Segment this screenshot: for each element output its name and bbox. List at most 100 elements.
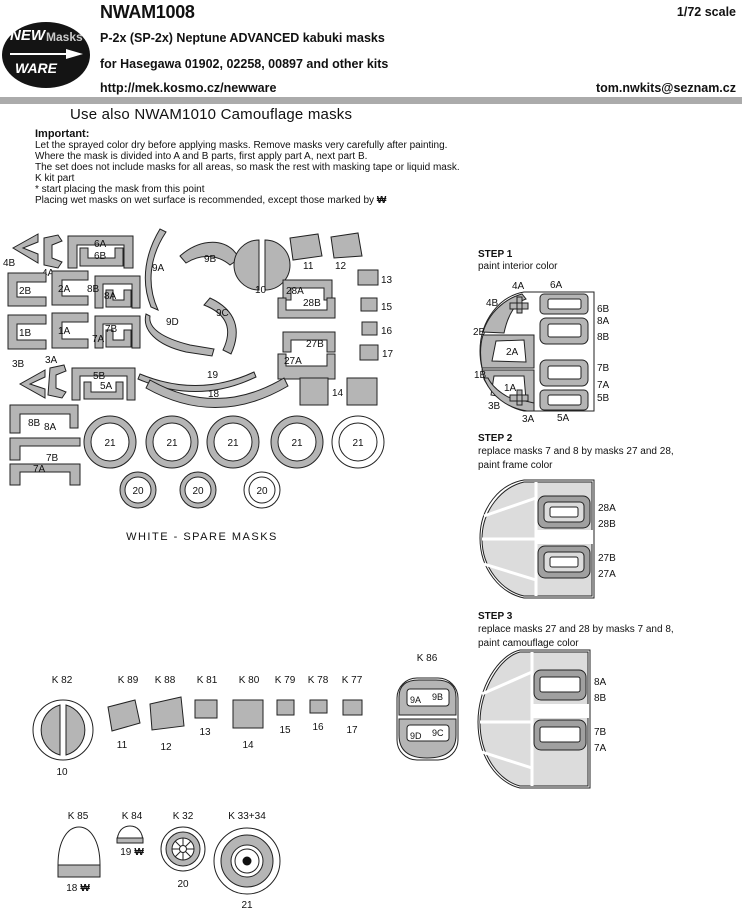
mask-shape-7A xyxy=(105,329,132,348)
mask-shape xyxy=(107,699,141,732)
mask-label: 17 xyxy=(382,349,394,360)
mask-shape-7A xyxy=(9,463,81,486)
mask-shape xyxy=(276,699,295,716)
mask-shape-7B xyxy=(94,315,141,349)
mask-number-text: 18 xyxy=(66,883,78,894)
mask-number: 12 xyxy=(160,742,172,753)
step3-diagram: 8A 8B 7B 7A xyxy=(477,649,607,789)
mask-shape-14 xyxy=(299,377,329,406)
mask-label: 8A xyxy=(104,291,117,302)
mask-label: 4A xyxy=(42,268,55,279)
ring-hole xyxy=(152,422,192,462)
product-name: P-2x (SP-2x) Neptune ADVANCED kabuki mas… xyxy=(100,31,385,45)
mask-label: 6A xyxy=(94,239,107,250)
mask-number: 13 xyxy=(199,727,211,738)
part-K79: K 79 15 xyxy=(275,675,296,736)
note-line: * start placing the mask from this point xyxy=(35,184,205,195)
mask-label: 8B xyxy=(28,418,41,429)
part-name: K 84 xyxy=(122,811,143,822)
mask-label: 9A xyxy=(410,695,421,705)
part-K85: K 85 18₩ xyxy=(57,811,101,894)
mask-shape-27B xyxy=(282,331,336,353)
step-label: 5B xyxy=(597,393,610,404)
mask-number: 21 xyxy=(241,900,253,911)
mask-label: 10 xyxy=(255,285,267,296)
mask-shape-4B xyxy=(12,233,39,264)
mask-label: 13 xyxy=(381,275,393,286)
window-7 xyxy=(547,365,582,380)
hub-center xyxy=(179,845,187,853)
part-name: K 88 xyxy=(155,675,176,686)
mask-shape-1A xyxy=(51,312,89,349)
mask-label: 3A xyxy=(45,355,58,366)
important-heading: Important: xyxy=(35,128,90,140)
part-name: K 89 xyxy=(118,675,139,686)
no-wet-mark-icon: ₩ xyxy=(376,195,387,206)
mask-label: 16 xyxy=(381,326,393,337)
scale-label: 1/72 scale xyxy=(676,5,736,19)
step2-desc: replace masks 7 and 8 by masks 27 and 28… xyxy=(478,446,674,457)
mask-label: 9B xyxy=(204,254,217,265)
mask-band xyxy=(116,837,144,844)
mask-label: 21 xyxy=(227,438,239,449)
mask-shape-28B xyxy=(277,297,336,319)
product-code: NWAM1008 xyxy=(100,2,195,22)
mask-label: 6B xyxy=(94,251,107,262)
mask-label: 7B xyxy=(46,453,59,464)
mask-shape-13 xyxy=(357,269,379,286)
mask-label: 9C xyxy=(216,308,229,319)
step-label: 6B xyxy=(597,304,610,315)
part-name: K 77 xyxy=(342,675,363,686)
ring-masks-21: 21 21 21 21 21 xyxy=(83,415,385,469)
pane-separator xyxy=(483,562,537,582)
part-K33-34: K 33+34 21 xyxy=(213,811,281,911)
newware-logo: NEW Masks WARE xyxy=(2,22,90,88)
mask-band xyxy=(57,864,101,878)
mask-label: 15 xyxy=(381,302,393,313)
mask-label: 8B xyxy=(87,284,100,295)
part-K88: K 88 12 xyxy=(149,675,185,753)
mask-shape-5A xyxy=(83,381,124,400)
mask-block-8-window xyxy=(539,676,581,693)
ring-hole xyxy=(338,422,378,462)
mask-label: 18 xyxy=(208,389,220,400)
mask-shape xyxy=(232,699,264,729)
step-label: 8B xyxy=(597,332,610,343)
mask-half-disc xyxy=(233,239,260,291)
mask-label: 9D xyxy=(410,731,422,741)
mask-shape xyxy=(194,699,218,719)
step-label: 1A xyxy=(504,383,517,394)
mask-region-4A xyxy=(509,296,529,314)
mask-label: 5A xyxy=(100,381,113,392)
step-label: 1B xyxy=(474,370,487,381)
mask-label: 28B xyxy=(303,298,321,309)
part-name: K 85 xyxy=(68,811,89,822)
note-line-text: Placing wet masks on wet surface is reco… xyxy=(35,195,375,206)
window xyxy=(406,688,450,707)
mask-label: 3B xyxy=(12,359,25,370)
part-K32: K 32 20 xyxy=(160,811,206,890)
part-K84: K 84 19₩ xyxy=(116,811,144,858)
step-label: 8A xyxy=(594,677,607,688)
part-K78: K 78 16 xyxy=(308,675,329,733)
header-divider xyxy=(0,97,742,104)
step3-desc: paint camouflage color xyxy=(478,638,579,649)
ring-hole xyxy=(124,476,152,504)
mask-shape-3B xyxy=(18,369,46,399)
mask-number: 18₩ xyxy=(66,883,90,894)
ring-hole xyxy=(213,422,253,462)
mask-shape-11 xyxy=(289,233,323,261)
mask-number: 15 xyxy=(279,725,291,736)
mask-label: 7B xyxy=(105,324,118,335)
ring-masks-20: 20 20 20 xyxy=(119,471,281,509)
mask-label: 4B xyxy=(3,258,16,269)
important-notes: Important: Let the sprayed color dry bef… xyxy=(35,128,535,207)
part-K86: K 86 9A 9B 9D 9C xyxy=(396,653,459,761)
step-label: 7A xyxy=(594,743,607,754)
mask-shape-2A xyxy=(51,270,89,306)
website-url: http://mek.kosmo.cz/newware xyxy=(100,81,277,95)
step-label: 27B xyxy=(598,553,616,564)
step-label: 28B xyxy=(598,519,616,530)
step1-section: STEP 1 paint interior color 4A 6A 4B 2B … xyxy=(472,248,742,430)
mask-half-disc xyxy=(264,239,291,291)
